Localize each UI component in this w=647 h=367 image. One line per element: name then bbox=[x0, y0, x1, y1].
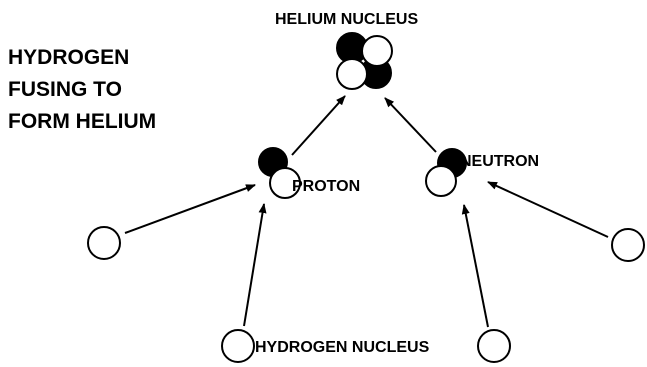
hydrogen-nucleus-far-left bbox=[87, 226, 121, 260]
helium-nucleus-label: HELIUM NUCLEUS bbox=[275, 11, 418, 28]
arrow-left-deuterium-to-helium bbox=[291, 95, 346, 156]
title-line-1: HYDROGEN bbox=[8, 46, 129, 69]
deuterium-right bbox=[425, 148, 467, 197]
neutron-label: NEUTRON bbox=[460, 153, 539, 170]
hydrogen-nucleus-bottom-left bbox=[221, 329, 255, 363]
title-line-2: FUSING TO bbox=[8, 78, 122, 101]
helium-proton-top bbox=[361, 35, 393, 67]
arrow-right-deuterium-to-helium bbox=[384, 97, 437, 153]
helium-nucleus bbox=[336, 32, 393, 90]
proton-label: PROTON bbox=[292, 178, 360, 195]
arrow-far-left-to-deuterium bbox=[124, 184, 256, 234]
hydrogen-nucleus-bottom-right bbox=[477, 329, 511, 363]
arrows bbox=[124, 95, 609, 328]
helium-proton-bottom bbox=[336, 58, 368, 90]
arrow-bottom-left-to-deuterium bbox=[243, 203, 267, 327]
arrow-bottom-right-to-deuterium bbox=[461, 204, 489, 328]
hydrogen-nuclei bbox=[87, 226, 645, 363]
hydrogen-nucleus-label: HYDROGEN NUCLEUS bbox=[255, 339, 430, 356]
title-line-3: FORM HELIUM bbox=[8, 110, 156, 133]
right-proton bbox=[425, 165, 457, 197]
diagram-title: HYDROGEN FUSING TO FORM HELIUM bbox=[8, 46, 156, 133]
left-proton bbox=[269, 167, 301, 199]
deuterium-left bbox=[258, 147, 301, 199]
arrow-far-right-to-deuterium bbox=[487, 181, 609, 238]
hydrogen-nucleus-far-right bbox=[611, 228, 645, 262]
